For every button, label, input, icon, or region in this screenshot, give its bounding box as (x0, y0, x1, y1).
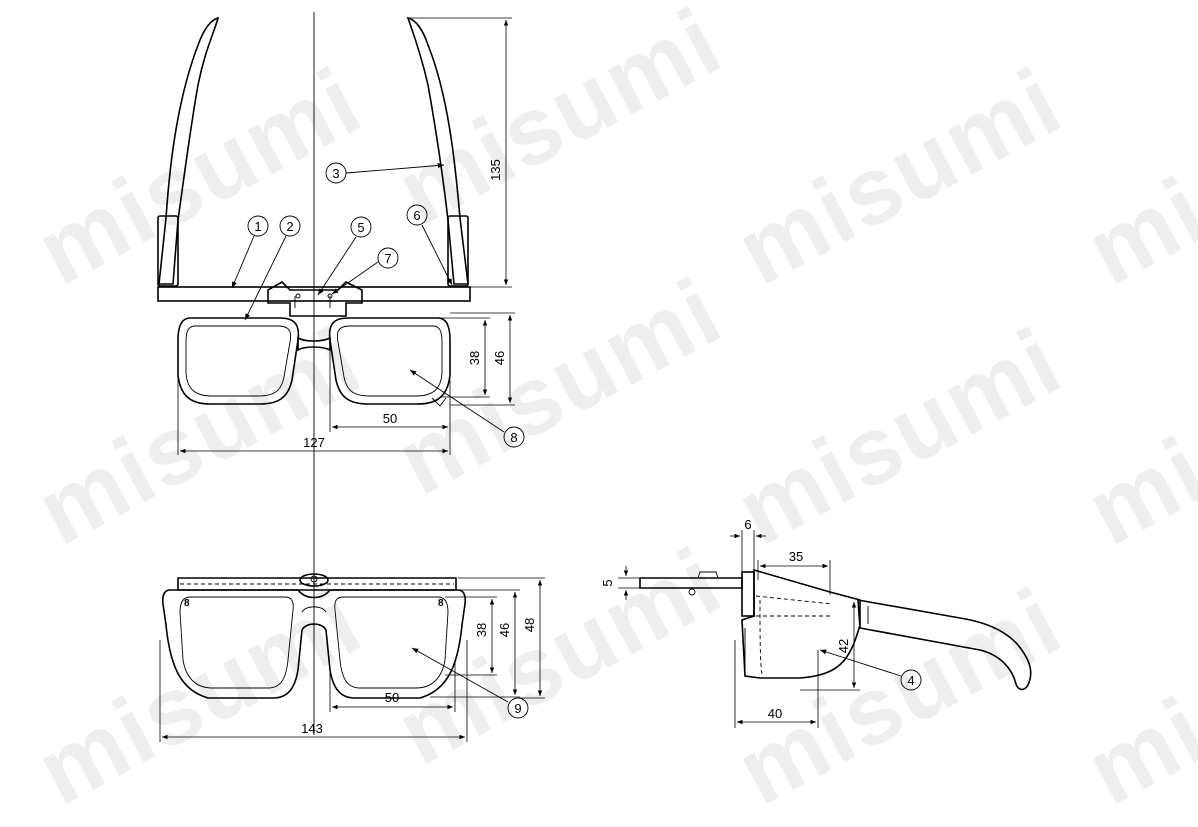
callout-3: 3 (325, 162, 445, 184)
left-lens (179, 596, 294, 689)
svg-text:38: 38 (474, 623, 489, 637)
dim-35-side: 35 (757, 549, 831, 595)
svg-text:1: 1 (254, 219, 261, 234)
dim-48-bottom: 48 (458, 577, 545, 699)
svg-text:3: 3 (332, 166, 339, 181)
left-temple (158, 16, 220, 285)
dim-42-side: 42 (800, 602, 860, 691)
svg-text:135: 135 (488, 159, 503, 181)
dim-5-side: 5 (600, 566, 640, 600)
dim-50-bottom: 50 (329, 660, 456, 712)
side-temple (857, 599, 1032, 691)
svg-text:6: 6 (744, 517, 751, 532)
top-view: 1 2 3 5 6 (157, 12, 525, 735)
svg-text:50: 50 (383, 411, 397, 426)
svg-text:40: 40 (768, 706, 782, 721)
callout-6: 6 (406, 204, 453, 286)
dim-46-top: 46 (450, 312, 515, 406)
front-bar (157, 286, 471, 302)
right-lens (334, 596, 449, 689)
drawing-canvas: misumi misumi misumi misumi misumi misum… (20, 0, 1198, 825)
svg-text:5: 5 (357, 220, 364, 235)
svg-text:143: 143 (301, 721, 323, 736)
svg-text:7: 7 (384, 251, 391, 266)
svg-text:4: 4 (907, 673, 914, 688)
callout-5: 5 (317, 216, 372, 296)
left-temple-tip (157, 215, 179, 287)
side-view: 4 5 6 35 (600, 517, 1032, 728)
clip-hinge (267, 281, 363, 317)
svg-text:48: 48 (522, 618, 537, 632)
svg-text:42: 42 (836, 639, 851, 653)
front-view: 8 8 9 38 46 (159, 573, 545, 742)
side-clip-plate (639, 577, 743, 589)
right-lens-outer (328, 317, 451, 405)
dim-135: 135 (408, 17, 512, 288)
dim-143: 143 (159, 640, 468, 742)
svg-text:46: 46 (497, 623, 512, 637)
right-lens-inner (336, 325, 443, 397)
svg-text:46: 46 (492, 351, 507, 365)
callout-4: 4 (819, 649, 922, 691)
dim-38-bottom: 38 (445, 596, 497, 676)
svg-text:38: 38 (467, 351, 482, 365)
left-lens-inner (185, 325, 292, 397)
dim-40-side: 40 (734, 640, 819, 728)
frame-mark-right: 8 (438, 598, 444, 609)
dim-46-bottom: 46 (430, 589, 520, 698)
right-temple (406, 16, 469, 285)
svg-text:2: 2 (286, 219, 293, 234)
dim-127: 127 (177, 375, 451, 455)
callout-2: 2 (244, 215, 301, 321)
dim-38-top: 38 (440, 317, 490, 398)
svg-text:6: 6 (413, 208, 420, 223)
svg-text:127: 127 (303, 435, 325, 450)
callout-1: 1 (231, 215, 269, 289)
dim-50-top: 50 (329, 340, 451, 432)
svg-text:8: 8 (510, 430, 517, 445)
right-temple-tip (447, 215, 469, 287)
frame-mark-left: 8 (184, 598, 190, 609)
callout-7: 7 (331, 247, 399, 295)
svg-text:50: 50 (385, 690, 399, 705)
svg-text:5: 5 (600, 579, 615, 586)
svg-text:35: 35 (789, 549, 803, 564)
svg-text:9: 9 (514, 701, 521, 716)
callout-8: 8 (409, 369, 525, 448)
left-lens-outer (177, 317, 300, 405)
side-hinge (741, 571, 755, 617)
callout-9: 9 (411, 647, 529, 719)
dim-6-side: 6 (730, 517, 766, 572)
